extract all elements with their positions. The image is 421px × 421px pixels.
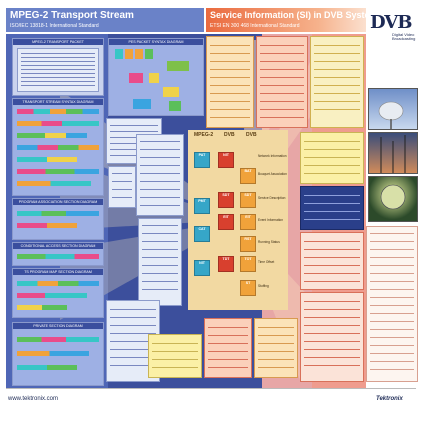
tower-icon xyxy=(380,135,406,173)
label-stuffing: Stuffing xyxy=(258,284,269,288)
mpeg2-title: MPEG-2 Transport Stream xyxy=(10,10,134,21)
private-section-title: PRIVATE SECTION DIAGRAM xyxy=(13,323,103,329)
dvb-tagline: Digital Video Broadcasting xyxy=(392,32,416,41)
middle-table-2 xyxy=(136,134,184,216)
col-dvb-optional-label: DVB xyxy=(246,132,257,138)
table-eit-other: EIT xyxy=(240,214,256,230)
mpeg2-subtitle: ISO/IEC 13818-1 International Standard xyxy=(10,23,99,29)
ts-stream-title: TRANSPORT STREAM SYNTAX DIAGRAM xyxy=(13,99,103,105)
pmt-title: TS PROGRAM MAP SECTION DIAGRAM xyxy=(13,269,103,275)
table-tot: TOT xyxy=(240,256,256,272)
table-nit: NIT xyxy=(218,152,234,168)
si-table-yellow-1 xyxy=(310,36,364,128)
ts-packet-panel: MPEG-2 TRANSPORT PACKET xyxy=(12,38,104,96)
cat-title: CONDITIONAL ACCESS SECTION DIAGRAM xyxy=(13,243,103,249)
pes-packet-panel: PES PACKET SYNTAX DIAGRAM xyxy=(108,38,204,116)
private-section-panel: PRIVATE SECTION DIAGRAM xyxy=(12,322,104,386)
pes-packet-title: PES PACKET SYNTAX DIAGRAM xyxy=(109,39,203,45)
dish-icon xyxy=(380,184,406,210)
table-pat: PAT xyxy=(194,152,210,168)
ts-packet-title: MPEG-2 TRANSPORT PACKET xyxy=(13,39,103,45)
table-pmt: PMT xyxy=(194,198,210,214)
table-nit-mpeg2: NIT xyxy=(194,260,210,276)
ts-packet-table xyxy=(17,48,99,92)
table-eit: EIT xyxy=(218,214,234,230)
si-title: Service Information (SI) in DVB Systems xyxy=(210,10,383,20)
pat-panel: PROGRAM ASSOCIATION SECTION DIAGRAM xyxy=(12,198,104,240)
footer-url[interactable]: www.tektronix.com xyxy=(8,396,59,402)
col-dvb-required-label: DVB xyxy=(224,132,235,138)
label-time-offset: Time Offset xyxy=(258,260,275,264)
table-rst: RST xyxy=(240,236,256,252)
dvb-wordmark: DVB xyxy=(370,12,412,33)
table-sdt-other: SDT xyxy=(240,192,256,208)
descriptor-list-table xyxy=(366,226,418,382)
si-subtitle: ETSI EN 300 468 International Standard xyxy=(210,23,300,29)
si-table-red-2 xyxy=(204,318,252,378)
table-cat: CAT xyxy=(194,226,210,242)
cat-panel: CONDITIONAL ACCESS SECTION DIAGRAM xyxy=(12,242,104,266)
mpeg2-header: MPEG-2 Transport Stream ISO/IEC 13818-1 … xyxy=(6,8,204,32)
si-table-pink-2 xyxy=(300,292,364,382)
pmt-panel: TS PROGRAM MAP SECTION DIAGRAM xyxy=(12,268,104,318)
si-table-dark-1 xyxy=(300,186,364,230)
si-table-pink-1 xyxy=(300,232,364,290)
table-bat: BAT xyxy=(240,168,256,184)
broadcast-tower-photo xyxy=(368,132,418,174)
si-header: Service Information (SI) in DVB Systems … xyxy=(206,8,383,32)
dish-photo-2 xyxy=(368,176,418,222)
label-event-information: Event Information xyxy=(258,218,283,222)
central-si-diagram: MPEG-2 DVB DVB PAT PMT CAT NIT NIT SDT E… xyxy=(188,130,288,310)
label-running-status: Running Status xyxy=(258,240,280,244)
col-mpeg2-label: MPEG-2 xyxy=(194,132,214,138)
pat-title: PROGRAM ASSOCIATION SECTION DIAGRAM xyxy=(13,199,103,205)
middle-table-4 xyxy=(138,218,182,306)
table-st: ST xyxy=(240,280,256,296)
si-table-orange-1 xyxy=(206,36,254,128)
si-table-red-1 xyxy=(256,36,308,128)
si-table-orange-2 xyxy=(254,318,298,378)
label-bouquet-association: Bouquet Association xyxy=(258,172,287,176)
satellite-dish-icon xyxy=(378,101,404,129)
ts-stream-panel: TRANSPORT STREAM SYNTAX DIAGRAM xyxy=(12,98,104,196)
descriptor-grid xyxy=(148,334,202,378)
tektronix-logo: Tektronix xyxy=(376,396,403,402)
label-service-description: Service Description xyxy=(258,196,286,200)
footer-divider xyxy=(6,388,416,389)
table-tdt: TDT xyxy=(218,256,234,272)
satellite-dish-photo xyxy=(368,88,418,130)
label-network-information: Network Information xyxy=(258,154,287,158)
dvb-logo: DVB Digital Video Broadcasting xyxy=(368,12,418,42)
table-sdt: SDT xyxy=(218,192,234,208)
middle-table-3 xyxy=(108,166,136,208)
si-table-yellow-2 xyxy=(300,132,364,184)
